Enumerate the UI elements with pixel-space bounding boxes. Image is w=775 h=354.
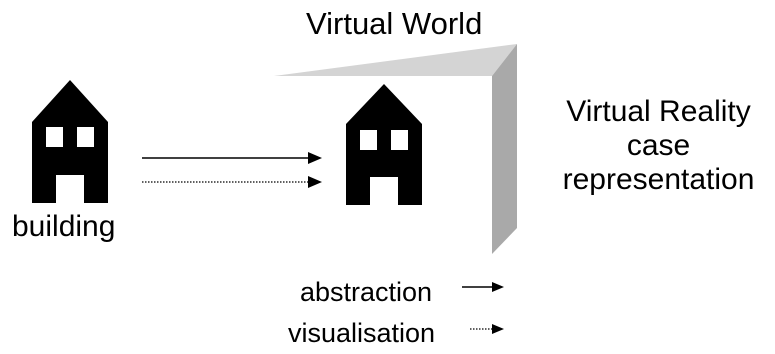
panel-top-face <box>274 44 517 76</box>
legend-solid-arrow-icon <box>462 282 504 292</box>
legend-abstraction-label: abstraction <box>300 277 433 307</box>
abstraction-arrow <box>142 152 322 164</box>
vr-case-representation-label: Virtual Reality case representation <box>562 95 755 196</box>
building-house-icon <box>32 80 108 203</box>
panel-side-face <box>492 44 517 254</box>
legend-dotted-arrow-icon <box>470 324 504 334</box>
building-label: building <box>12 210 116 243</box>
virtual-house-icon <box>346 84 422 205</box>
visualisation-arrow <box>142 176 322 188</box>
diagram-title: Virtual World <box>306 6 483 41</box>
legend-visualisation-label: visualisation <box>288 318 436 348</box>
